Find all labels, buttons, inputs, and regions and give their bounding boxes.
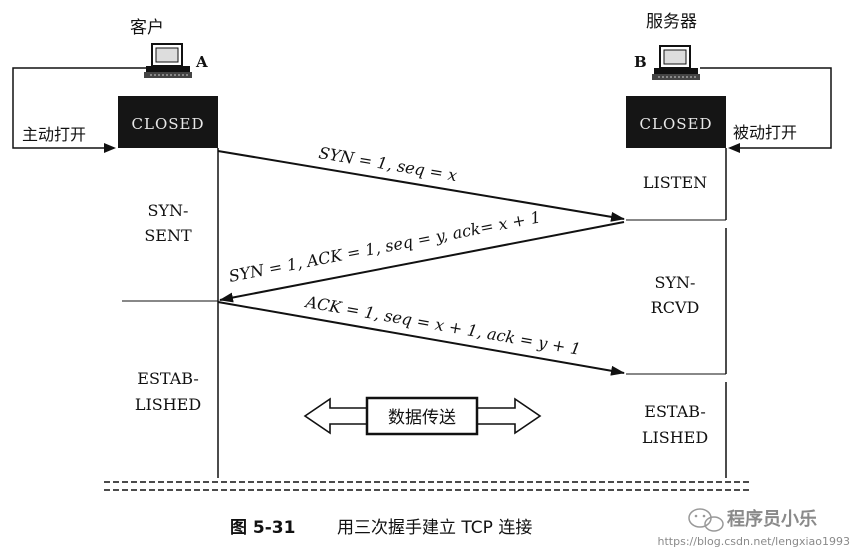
listen-label: LISTEN (643, 173, 707, 192)
active-open-label: 主动打开 (22, 125, 86, 144)
passive-open-arrowhead (728, 143, 740, 153)
client-established-label-2: LISHED (135, 395, 201, 414)
client-closed-label: CLOSED (132, 115, 205, 133)
syn-sent-label-1: SYN- (148, 201, 189, 220)
server-closed-label: CLOSED (640, 115, 713, 133)
syn-ack-arrow (219, 221, 625, 303)
watermark-url: https://blog.csdn.net/lengxiao1993 (658, 535, 850, 548)
host-b-label: B (634, 53, 647, 71)
host-a-label: A (195, 53, 208, 71)
watermark-brand: 程序员小乐 (727, 508, 817, 530)
server-established-label-2: LISHED (642, 428, 708, 447)
client-computer-icon (144, 43, 192, 78)
server-computer-icon (652, 45, 700, 80)
server-label: 服务器 (646, 12, 697, 32)
syn-arrow (217, 150, 625, 222)
client-established-label-1: ESTAB- (137, 369, 198, 388)
client-label: 客户 (130, 18, 164, 38)
active-open-arrowhead (104, 143, 116, 153)
wechat-icon (688, 508, 724, 532)
data-transfer-label: 数据传送 (388, 408, 456, 428)
ack-arrow (217, 301, 625, 376)
data-transfer-double-arrow: 数据传送 (303, 396, 542, 436)
figure-caption: 用三次握手建立 TCP 连接 (337, 518, 532, 538)
passive-open-label: 被动打开 (733, 123, 797, 142)
passive-open-loop (700, 67, 832, 149)
syn-sent-label-2: SENT (144, 226, 192, 245)
server-closed-state: CLOSED (626, 96, 726, 148)
client-closed-state: CLOSED (118, 96, 218, 148)
server-established-label-1: ESTAB- (644, 402, 705, 421)
active-open-loop (12, 67, 146, 149)
syn-rcvd-label-1: SYN- (655, 273, 696, 292)
ack-message: ACK = 1, seq = x + 1, ack = y + 1 (302, 292, 582, 359)
syn-rcvd-label-2: RCVD (651, 298, 700, 317)
figure-number: 图 5-31 (230, 518, 295, 538)
